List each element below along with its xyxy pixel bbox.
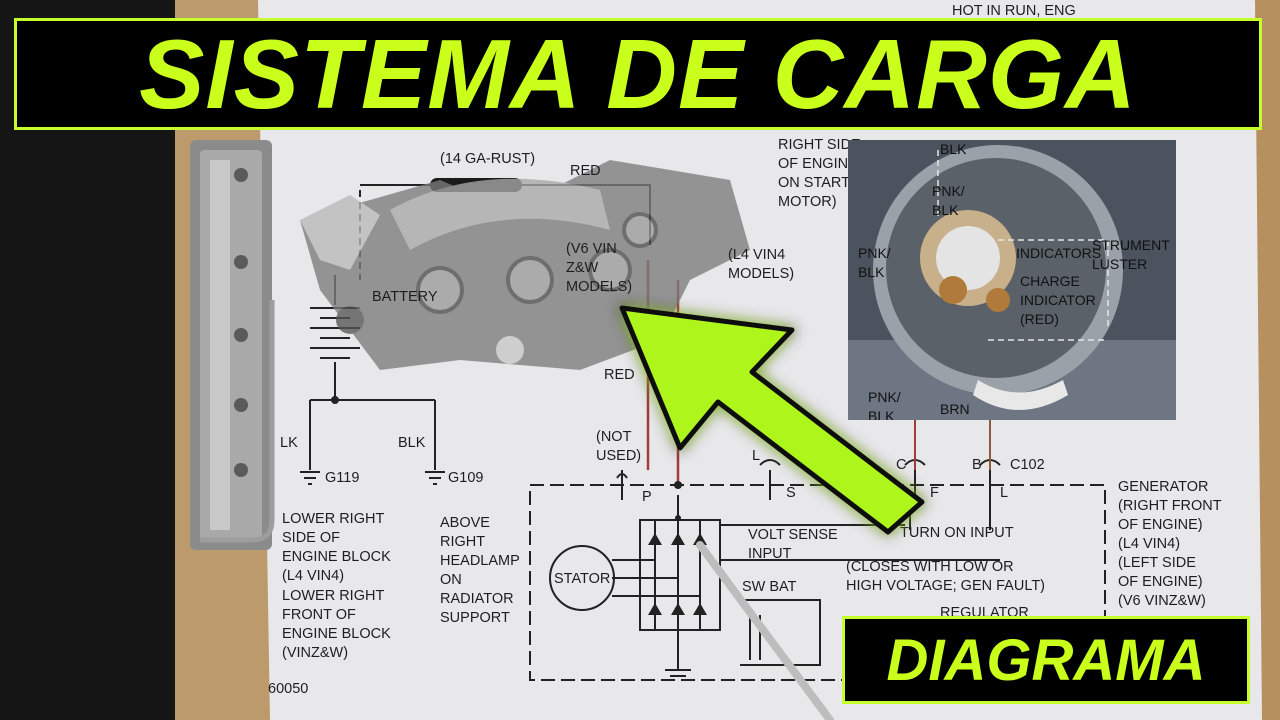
not-used-label: (NOT USED) [596, 429, 642, 464]
diagram-badge: DIAGRAMA [842, 616, 1250, 704]
title-banner: SISTEMA DE CARGA [14, 18, 1262, 130]
c102-label: C102 [1010, 457, 1045, 473]
l4-vin4-models-label: (L4 VIN4 MODELS) [728, 247, 795, 282]
photo-scene [848, 140, 1176, 420]
pin-p-label: P [642, 489, 652, 505]
right-side-engine-label: RIGHT SIDE OF ENGINE ON STARTER MOTOR) [778, 137, 871, 210]
pin-l-label: L [1000, 485, 1009, 501]
g109-label: G109 [448, 470, 484, 486]
blk-left-label: BLK [398, 435, 426, 451]
lower-right-front-label: LOWER RIGHT FRONT OF ENGINE BLOCK (VINZ&… [282, 588, 391, 661]
photo-instrument-cluster-label: STRUMENT LUSTER [1092, 237, 1170, 272]
photo-pnk-blk-left-label: PNK/ BLK [858, 245, 891, 280]
lower-right-side-label: LOWER RIGHT SIDE OF ENGINE BLOCK (L4 VIN… [282, 511, 391, 584]
red-top-label: RED [570, 163, 601, 179]
photo-indicators-label: INDICATORS [1016, 245, 1102, 261]
above-headlamp-label: ABOVE RIGHT HEADLAMP ON RADIATOR SUPPORT [440, 515, 520, 626]
highlight-arrow-icon [619, 305, 925, 535]
pin-c-label: C [896, 457, 907, 473]
stator-label: STATOR [554, 571, 611, 587]
badge-label: DIAGRAMA [886, 627, 1206, 693]
clipboard-clip [190, 140, 275, 550]
pin-b-label: B [972, 457, 982, 473]
pin-s-label: S [786, 485, 796, 501]
figure-number-label: 60050 [268, 681, 309, 697]
turn-on-input-label: TURN ON INPUT [900, 525, 1014, 541]
v6-vin-label: (V6 VIN Z&W MODELS) [566, 241, 633, 295]
generator-label: GENERATOR (RIGHT FRONT OF ENGINE) (L4 VI… [1118, 479, 1222, 609]
photo-pnk-blk-bottom-label: PNK/ BLK [868, 389, 901, 420]
volt-sense-label: VOLT SENSE INPUT [748, 527, 838, 562]
photo-brn-label: BRN [940, 401, 970, 417]
pin-l-top-label: L [752, 448, 761, 464]
closes-with-label: (CLOSES WITH LOW OR HIGH VOLTAGE; GEN FA… [846, 559, 1045, 594]
page-title: SISTEMA DE CARGA [139, 18, 1137, 129]
pin-f-label: F [930, 485, 939, 501]
lk-label: LK [280, 435, 298, 451]
photo-blk-label: BLK [940, 141, 967, 157]
generator-connector-photo: BLK PNK/ BLK PNK/ BLK INDICATORS CHARGE … [848, 140, 1176, 420]
pointer-probe [696, 541, 834, 720]
photo-pnk-blk-label: PNK/ BLK [932, 183, 965, 218]
stator-symbol [549, 545, 615, 611]
photo-charge-indicator-label: CHARGE INDICATOR (RED) [1020, 273, 1096, 327]
header-partial-label: HOT IN RUN, ENG [952, 3, 1076, 19]
red-mid-label: RED [604, 367, 635, 383]
battery-label: BATTERY [372, 289, 438, 305]
g119-label: G119 [325, 470, 360, 486]
wire-14ga-label: (14 GA-RUST) [440, 151, 536, 167]
sw-bat-label: SW BAT [742, 579, 797, 595]
